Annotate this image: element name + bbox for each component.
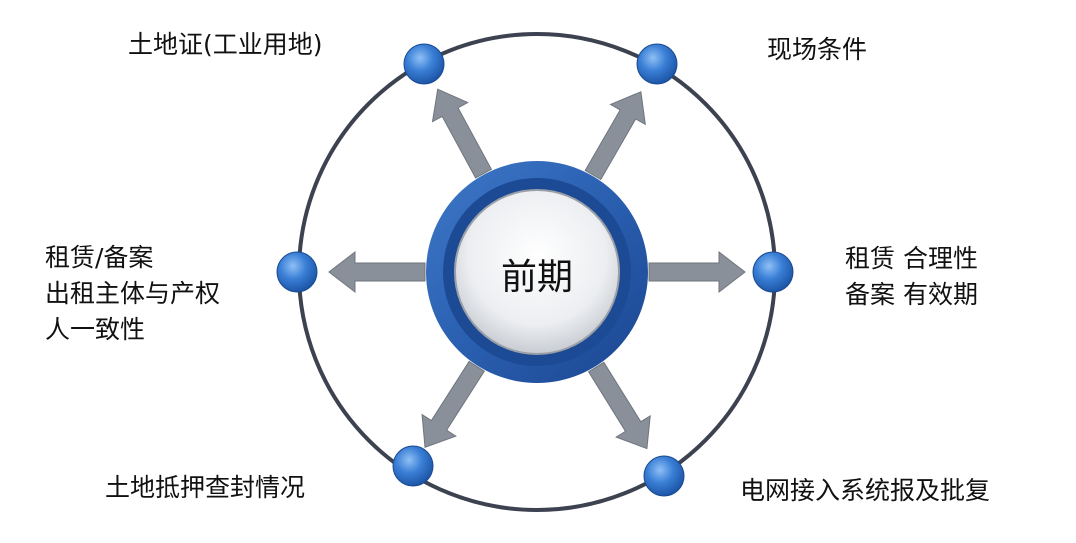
label-line: 土地抵押查封情况 xyxy=(105,473,306,502)
label-line: 备案 有效期 xyxy=(845,280,978,309)
label-line: 人一致性 xyxy=(45,315,146,344)
arrow-bottom-right xyxy=(587,361,651,450)
label-line: 租赁 合理性 xyxy=(845,244,978,273)
node-dot-bottom-left xyxy=(392,445,434,487)
node-dot-bottom-right xyxy=(643,455,685,497)
node-dot-top-right xyxy=(636,43,678,85)
label-line: 现场条件 xyxy=(767,35,868,64)
arrow-left xyxy=(328,250,426,294)
node-dot-left xyxy=(276,251,318,293)
label-left: 租赁/备案 出租主体与产权 人一致性 xyxy=(45,240,220,348)
arrow-top-left xyxy=(431,88,493,179)
arrow-top-right xyxy=(584,91,646,181)
center-label: 前期 xyxy=(500,257,573,298)
label-line: 租赁/备案 xyxy=(45,243,154,272)
label-line: 土地证(工业用地) xyxy=(128,30,323,59)
node-dot-top-left xyxy=(403,43,445,85)
label-bottom-right: 电网接入系统报及批复 xyxy=(740,473,990,509)
arrow-bottom-left xyxy=(421,360,485,448)
label-right: 租赁 合理性 备案 有效期 xyxy=(845,241,978,313)
node-dot-right xyxy=(752,251,794,293)
label-top-right: 现场条件 xyxy=(767,32,867,68)
label-line: 电网接入系统报及批复 xyxy=(740,476,991,505)
label-top-left: 土地证(工业用地) xyxy=(128,27,323,63)
arrow-right xyxy=(648,250,746,294)
label-line: 出租主体与产权 xyxy=(45,279,221,308)
center-disc xyxy=(454,189,620,355)
label-bottom-left: 土地抵押查封情况 xyxy=(105,470,305,506)
